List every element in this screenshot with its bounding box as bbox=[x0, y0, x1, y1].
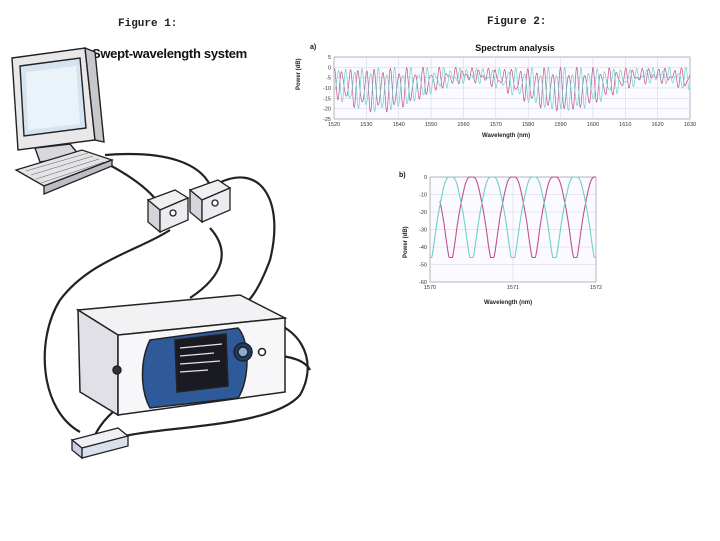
chart-a-xtick-label: 1530 bbox=[360, 122, 372, 128]
chart-a-xtick-label: 1630 bbox=[684, 122, 696, 128]
chart-a-xtick-label: 1540 bbox=[393, 122, 405, 128]
detector-box bbox=[70, 427, 130, 460]
chart-a-ytick-label: 5 bbox=[328, 55, 331, 61]
chart-a-xtick-label: 1570 bbox=[490, 122, 502, 128]
chart-a-xlabel: Wavelength (nm) bbox=[482, 133, 531, 139]
chart-b-ytick-label: -50 bbox=[419, 263, 427, 269]
chart-b-panel-label: b) bbox=[399, 172, 406, 179]
chart-a-xtick-label: 1590 bbox=[554, 122, 566, 128]
keyboard bbox=[14, 149, 114, 195]
chart-a-xtick-label: 1580 bbox=[522, 122, 534, 128]
chart-a-ytick-label: -20 bbox=[323, 107, 331, 113]
polarization-module-left bbox=[146, 189, 190, 234]
chart-a-title: Spectrum analysis bbox=[475, 43, 555, 53]
chart-a-xtick-label: 1520 bbox=[328, 122, 340, 128]
chart-a-series-line bbox=[333, 66, 691, 113]
chart-a-xtick-label: 1610 bbox=[619, 122, 631, 128]
figure1-caption: Figure 1: bbox=[118, 18, 178, 30]
chart-b-ytick-label: 0 bbox=[424, 175, 427, 181]
chart-b-xtick-label: 1572 bbox=[590, 285, 602, 291]
chart-b-ytick-label: -10 bbox=[419, 193, 427, 199]
chart-a-xtick-label: 1550 bbox=[425, 122, 437, 128]
chart-b-ylabel: Power (dB) bbox=[403, 226, 409, 258]
chart-a-series-line bbox=[334, 66, 691, 113]
chart-a-xtick-label: 1560 bbox=[457, 122, 469, 128]
swept-laser-instrument bbox=[75, 294, 288, 417]
chart-b-ytick-label: -30 bbox=[419, 228, 427, 234]
chart-a-ytick-label: -25 bbox=[323, 117, 331, 123]
chart-a-panel-label: a) bbox=[310, 44, 317, 51]
figure1-title: Swept-wavelength system bbox=[92, 46, 247, 61]
chart-b-series-line bbox=[430, 176, 596, 259]
chart-a-xtick-label: 1600 bbox=[587, 122, 599, 128]
chart-b-ytick-label: -60 bbox=[419, 280, 427, 286]
chart-a-ytick-label: -15 bbox=[323, 96, 331, 102]
chart-b-xtick-label: 1571 bbox=[507, 285, 519, 291]
chart-b-series-line bbox=[439, 176, 596, 259]
chart-a-ytick-label: -5 bbox=[326, 76, 331, 82]
chart-b-xlabel: Wavelength (nm) bbox=[484, 300, 533, 306]
polarization-module-right bbox=[188, 179, 232, 224]
figure2-caption: Figure 2: bbox=[487, 16, 547, 28]
chart-a-xtick-label: 1620 bbox=[652, 122, 664, 128]
chart-a-ytick-label: -10 bbox=[323, 86, 331, 92]
chart-b-ytick-label: -40 bbox=[419, 245, 427, 251]
chart-b-ytick-label: -20 bbox=[419, 210, 427, 216]
chart-b-xtick-label: 1570 bbox=[424, 285, 436, 291]
chart-a-ytick-label: 0 bbox=[328, 65, 331, 71]
